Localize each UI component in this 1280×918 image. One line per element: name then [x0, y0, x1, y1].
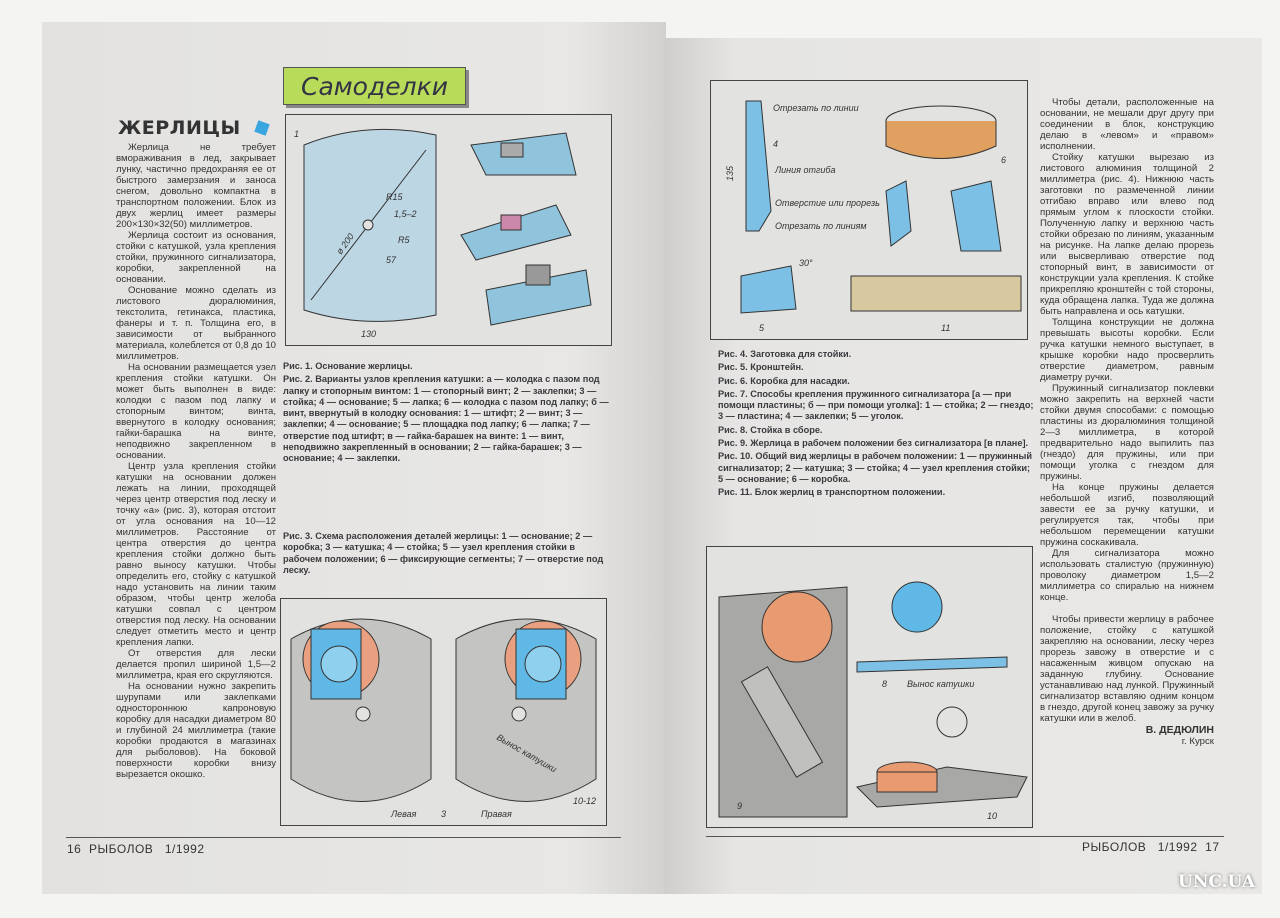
figure-3-drawing: Левая 3 Правая Вынос катушки 10-12: [290, 618, 597, 819]
right-text-column: Чтобы детали, расположенные на основании…: [1040, 97, 1214, 747]
svg-text:Отверстие или прорезь: Отверстие или прорезь: [775, 198, 880, 208]
author: В. ДЕДЮЛИН: [1145, 724, 1214, 736]
article-title: ЖЕРЛИЦЫ: [118, 117, 270, 139]
svg-text:R15: R15: [386, 192, 404, 202]
right-footer: РЫБОЛОВ 1/1992 17: [1082, 840, 1220, 854]
caption-3: Рис. 3. Схема расположения деталей жерли…: [283, 531, 604, 575]
figure-1-drawing: 1 ø 200 R15 R5 1,5–2 57 130: [294, 128, 592, 339]
svg-text:130: 130: [361, 329, 376, 339]
section-title: Самоделки: [301, 71, 448, 101]
svg-text:Отрезать по линиям: Отрезать по линиям: [775, 221, 867, 231]
svg-text:10: 10: [987, 811, 997, 821]
captions-1-2: Рис. 1. Основание жерлицы. Рис. 2. Вариа…: [283, 361, 609, 464]
svg-text:1,5–2: 1,5–2: [394, 209, 417, 219]
svg-text:Левая: Левая: [390, 809, 417, 819]
svg-text:Правая: Правая: [481, 809, 512, 819]
svg-text:9: 9: [737, 801, 742, 811]
figure-9-drawing: 9 8 Вынос катушки 10: [718, 581, 1028, 821]
svg-text:Отрезать по линии: Отрезать по линии: [773, 103, 859, 113]
captions-4-11: Рис. 4. Заготовка для стойки. Рис. 5. Кр…: [718, 349, 1034, 498]
svg-text:10-12: 10-12: [573, 796, 596, 806]
svg-text:R5: R5: [398, 235, 410, 245]
svg-text:4: 4: [773, 139, 778, 149]
section-banner: Самоделки: [283, 67, 466, 105]
figure-1-2: 1 ø 200 R15 R5 1,5–2 57 130: [285, 114, 612, 346]
right-footer-rule: [706, 836, 1224, 837]
watermark: UNC.UA: [1178, 872, 1256, 892]
svg-text:1: 1: [294, 129, 299, 139]
svg-text:Вынос катушки: Вынос катушки: [907, 679, 974, 689]
svg-text:5: 5: [759, 323, 765, 333]
left-footer-rule: [66, 837, 621, 838]
svg-text:8: 8: [882, 679, 887, 689]
left-footer: 16 РЫБОЛОВ 1/1992: [67, 842, 205, 856]
figure-4-drawing: Отрезать по линии 4 Линия отгиба Отверст…: [725, 100, 1022, 333]
blue-square-icon: [254, 120, 270, 136]
svg-text:Линия отгиба: Линия отгиба: [774, 165, 835, 175]
svg-text:57: 57: [386, 255, 397, 265]
svg-text:30°: 30°: [799, 258, 813, 268]
city: г. Курск: [1181, 736, 1214, 747]
svg-text:135: 135: [725, 165, 735, 181]
svg-text:11: 11: [941, 323, 950, 333]
svg-text:6: 6: [1001, 155, 1006, 165]
figure-4-6-11: Отрезать по линии 4 Линия отгиба Отверст…: [710, 80, 1028, 340]
left-text-column: Жерлица не требует вмораживания в лед, з…: [116, 142, 276, 780]
svg-text:3: 3: [441, 809, 446, 819]
figure-3: Левая 3 Правая Вынос катушки 10-12: [280, 598, 607, 826]
figure-8-10: 9 8 Вынос катушки 10: [706, 546, 1033, 828]
